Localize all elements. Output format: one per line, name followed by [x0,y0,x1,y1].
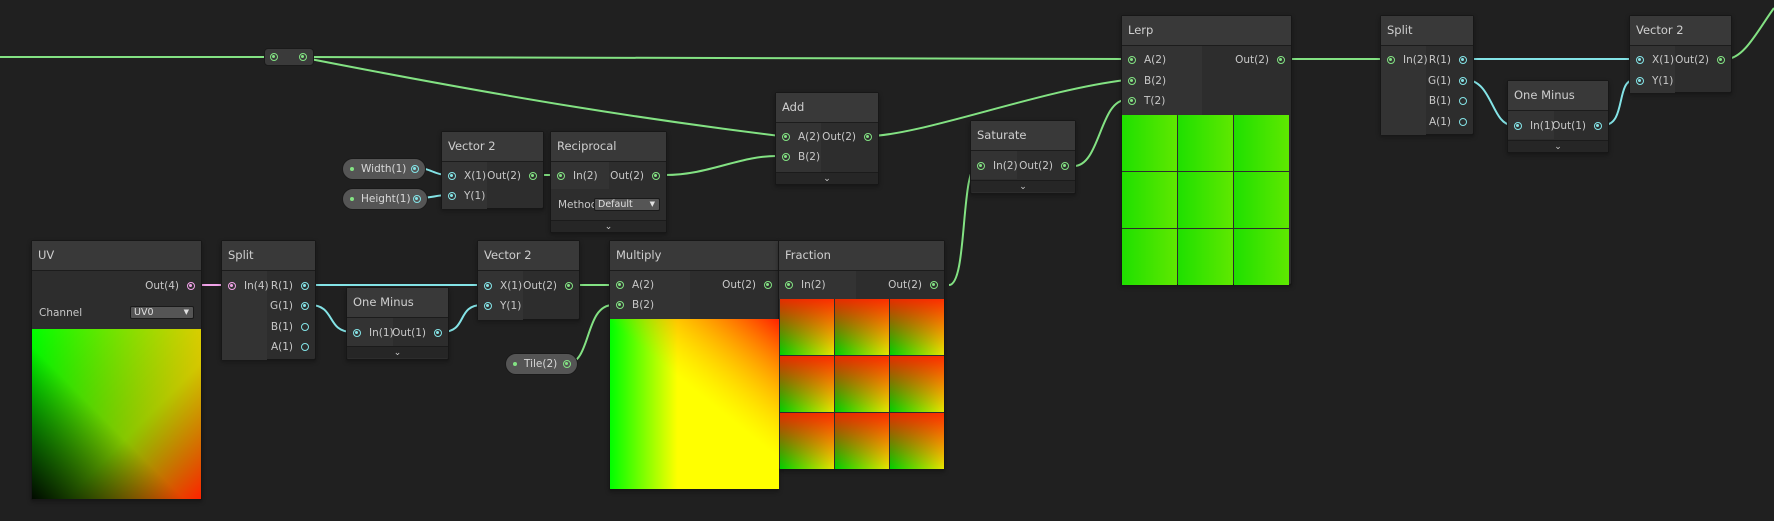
node-title: Lerp [1122,16,1291,46]
method-dropdown[interactable]: Default▼ [594,198,660,211]
split-node-2[interactable]: Split In(2) R(1) G(1) B(1) A(1) [1380,15,1474,135]
split1-a-port[interactable]: A(1) [271,337,315,357]
add-out-port[interactable]: Out(2) [822,127,878,147]
uv-node[interactable]: UV Out(4) Channel UV0▼ [31,240,202,500]
split1-b-port[interactable]: B(1) [271,317,315,337]
split2-b-port[interactable]: B(1) [1429,91,1473,111]
vector2-node-b[interactable]: Vector 2 X(1) Y(1) Out(2) [441,131,544,209]
chevron-down-icon: ⌄ [1554,141,1562,152]
add-a-port[interactable]: A(2) [776,127,820,147]
split-node-1[interactable]: Split In(4) R(1) G(1) B(1) A(1) [221,240,316,360]
chevron-down-icon: ⌄ [1019,181,1027,192]
chevron-down-icon: ⌄ [604,221,613,232]
saturate-node[interactable]: Saturate In(2) Out(2) ⌄ [970,120,1076,194]
vector2-node-c[interactable]: Vector 2 X(1) Y(1) Out(2) [1629,15,1732,93]
lerp-out-port[interactable]: Out(2) [1235,50,1291,70]
reroute-in-port[interactable] [270,53,278,61]
add-b-port[interactable]: B(2) [776,147,820,167]
node-title: Fraction [779,241,944,271]
lerp-node[interactable]: Lerp A(2) B(2) T(2) Out(2) [1121,15,1292,285]
node-title: Vector 2 [442,132,543,162]
vector2c-x-port[interactable]: X(1) [1630,50,1674,70]
saturate-out-port[interactable]: Out(2) [1019,156,1075,176]
node-title: UV [32,241,201,271]
expand-button[interactable]: ⌄ [971,180,1075,192]
vector2c-out-port[interactable]: Out(2) [1675,50,1731,70]
multiply-b-port[interactable]: B(2) [610,295,654,315]
fraction-node[interactable]: Fraction In(2) Out(2) [778,240,945,470]
node-title: Multiply [610,241,778,271]
reciprocal-out-port[interactable]: Out(2) [610,166,666,186]
lerp-b-port[interactable]: B(2) [1122,71,1166,91]
lerp-a-port[interactable]: A(2) [1122,50,1166,70]
one-minus1-out-port[interactable]: Out(1) [392,323,448,343]
channel-dropdown[interactable]: UV0▼ [130,306,194,319]
caret-down-icon: ▼ [649,200,655,208]
reroute-node[interactable] [264,48,314,66]
node-title: One Minus [347,288,448,318]
node-title: Vector 2 [1630,16,1731,46]
vector2c-y-port[interactable]: Y(1) [1630,71,1673,91]
split2-in-port[interactable]: In(2) [1381,50,1428,70]
node-title: One Minus [1508,81,1608,111]
one-minus-node-1[interactable]: One Minus In(1) Out(1) ⌄ [346,287,449,360]
multiply-a-port[interactable]: A(2) [610,275,654,295]
chevron-down-icon: ⌄ [823,173,831,184]
expand-button[interactable]: ⌄ [347,346,448,358]
vector2b-y-port[interactable]: Y(1) [442,186,485,206]
vector2a-y-port[interactable]: Y(1) [478,296,521,316]
vector2b-x-port[interactable]: X(1) [442,166,486,186]
expand-button[interactable]: ⌄ [776,172,878,184]
saturate-in-port[interactable]: In(2) [971,156,1018,176]
vector2b-out-port[interactable]: Out(2) [487,166,543,186]
height-property-node[interactable]: Height(1) [342,188,428,210]
one-minus-node-2[interactable]: One Minus In(1) Out(1) ⌄ [1507,80,1609,153]
split2-r-port[interactable]: R(1) [1429,50,1473,70]
one-minus2-in-port[interactable]: In(1) [1508,116,1555,136]
caret-down-icon: ▼ [183,308,189,316]
node-title: Vector 2 [478,241,579,271]
expand-button[interactable]: ⌄ [1508,140,1608,152]
method-label: Method [558,199,598,211]
reciprocal-in-port[interactable]: In(2) [551,166,598,186]
uv-out-port[interactable]: Out(4) [111,276,201,296]
expand-button[interactable]: ⌄ [551,220,666,232]
chevron-down-icon: ⌄ [393,347,402,358]
multiply-out-port[interactable]: Out(2) [722,275,778,295]
tile-property-node[interactable]: Tile(2) [505,353,578,375]
reroute-out-port[interactable] [299,53,307,61]
reciprocal-node[interactable]: Reciprocal In(2) Out(2) Method Default▼ … [550,131,667,233]
node-title: Reciprocal [551,132,666,162]
multiply-node[interactable]: Multiply A(2) B(2) Out(2) [609,240,779,490]
channel-label: Channel [39,307,83,319]
node-title: Add [776,93,878,123]
node-title: Saturate [971,121,1075,151]
fraction-out-port[interactable]: Out(2) [888,275,944,295]
one-minus1-in-port[interactable]: In(1) [347,323,394,343]
split1-in-port[interactable]: In(4) [222,276,269,296]
add-node[interactable]: Add A(2) B(2) Out(2) ⌄ [775,92,879,185]
vector2a-out-port[interactable]: Out(2) [523,276,579,296]
split2-a-port[interactable]: A(1) [1429,112,1473,132]
node-title: Split [1381,16,1473,46]
node-title: Split [222,241,315,271]
vector2a-x-port[interactable]: X(1) [478,276,522,296]
split1-r-port[interactable]: R(1) [271,276,315,296]
fraction-in-port[interactable]: In(2) [779,275,826,295]
one-minus2-out-port[interactable]: Out(1) [1552,116,1608,136]
split1-g-port[interactable]: G(1) [270,296,315,316]
vector2-node-a[interactable]: Vector 2 X(1) Y(1) Out(2) [477,240,580,320]
split2-g-port[interactable]: G(1) [1428,71,1473,91]
width-property-node[interactable]: Width(1) [342,158,426,180]
lerp-t-port[interactable]: T(2) [1122,91,1165,111]
